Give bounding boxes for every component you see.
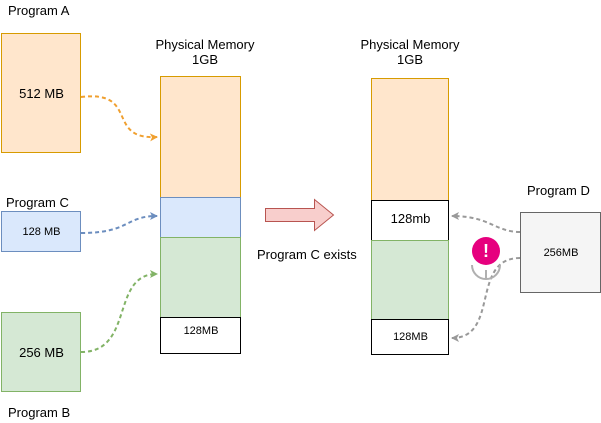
program-c-connector [80,212,158,234]
right-memory-program-b-segment [371,240,449,320]
program-a-size: 512 MB [19,86,64,101]
right-memory-title-line1: Physical Memory [360,37,460,52]
program-a-connector [80,95,158,142]
program-d-box [520,212,601,293]
program-c-size: 128 MB [22,226,61,238]
transition-label: Program C exists [257,247,357,262]
right-memory-title: Physical Memory 1GB [345,37,475,67]
left-free-label: 128MB [183,325,219,337]
left-memory-title-line2: 1GB [191,52,218,67]
left-memory-title: Physical Memory 1GB [140,37,270,67]
program-d-connector-top [451,212,521,233]
program-b-label: Program B [8,405,71,420]
right-memory-program-a-segment [371,78,449,201]
right-free-bottom-label: 128MB [393,330,428,343]
right-free-top-label: 128mb [390,210,431,226]
right-memory-free-bottom-segment [371,319,449,355]
program-c-box [1,211,81,252]
left-memory-program-b-segment [160,237,241,318]
program-a-label: Program A [8,3,70,18]
left-memory-title-line1: Physical Memory [155,37,255,52]
program-d-label: Program D [527,183,590,198]
alert-icon [471,237,501,280]
left-memory-free-segment [160,317,241,354]
program-d-size: 256MB [543,247,579,259]
program-d-connector-bottom [451,257,521,342]
left-memory-program-c-segment [160,197,241,238]
program-b-box [1,312,81,392]
program-a-box [1,33,81,153]
program-b-size: 256 MB [19,345,64,360]
left-memory-program-a-segment [160,76,241,198]
transition-arrow [265,198,335,232]
right-memory-title-line2: 1GB [396,52,423,67]
program-c-label: Program C [6,195,69,210]
program-b-connector [80,270,158,353]
alert-symbol: ! [483,240,489,261]
